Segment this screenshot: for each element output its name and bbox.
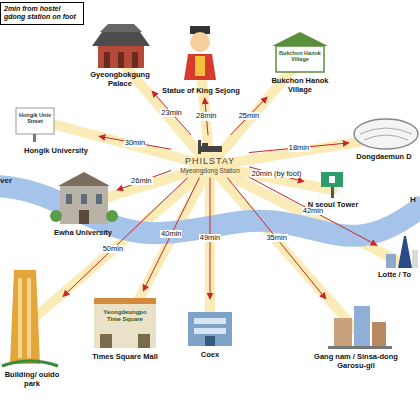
destination-node: N seoul Tower (305, 168, 361, 211)
route-arrow (99, 136, 171, 149)
place-name: Hongik University (14, 146, 98, 155)
river-name: ver (0, 177, 18, 186)
travel-time: 40min (160, 230, 182, 238)
sign-text: Yeongdeungpo Time Square (96, 309, 154, 322)
travel-time: 50min (102, 245, 124, 253)
place-name: Building/ ouido park (2, 370, 62, 388)
destination-node: Gang nam / Sinsa-dong Garosu-gil (310, 300, 402, 372)
route-arrow (249, 177, 377, 245)
university-building-icon (50, 172, 118, 224)
coex-icon (188, 312, 232, 346)
palace-icon (92, 24, 150, 68)
hostel-node: PHILSTAYMyeongdong Station (172, 136, 248, 177)
station-name: Myeongdong Station (172, 167, 248, 175)
statue-icon (184, 26, 216, 80)
travel-time: 35min (265, 234, 287, 242)
route-arrow (231, 97, 268, 135)
mall-icon (94, 298, 156, 348)
river-name: H (407, 196, 419, 205)
destination-node: Coex (180, 300, 240, 361)
place-name: Gang nam / Sinsa-dong Garosu-gil (310, 352, 402, 370)
place-name: 2min from hostel gdong station on foot (4, 5, 80, 22)
destination-node: Hongik University (14, 100, 98, 157)
place-name: Statue of King Sejong (158, 86, 244, 95)
destination-node: Statue of King Sejong (158, 20, 244, 97)
travel-time: 23min (160, 109, 182, 117)
travel-time: 26min (130, 177, 152, 185)
destination-node: Dongdaemun D (350, 116, 418, 163)
sign-text: Hongik Univ Street (18, 112, 52, 124)
sign-text: Bukchon Hanok Village (278, 50, 322, 62)
travel-time: 28min (195, 112, 217, 120)
brand-name: PHILSTAY (172, 156, 248, 167)
travel-time: 18min (288, 144, 310, 152)
place-name: Dongdaemun D (350, 152, 418, 161)
tower-sign-icon (321, 172, 343, 198)
gangnam-buildings-icon (328, 306, 392, 349)
place-name: Lotte / To (378, 270, 418, 279)
tower-building-icon (2, 270, 58, 366)
route-arrow (63, 178, 188, 297)
place-name: Ewha University (50, 228, 116, 237)
lotte-tower-icon (386, 236, 418, 268)
hanok-sign-icon (272, 32, 328, 72)
travel-time: 30min (124, 139, 146, 147)
route-arrow (249, 167, 304, 182)
travel-time: 42min (302, 207, 324, 215)
destination-node: Lotte / To (378, 232, 418, 281)
travel-time: 25min (238, 112, 260, 120)
route-arrow (117, 170, 171, 190)
place-name: Times Square Mall (80, 352, 170, 361)
route-arrow (227, 178, 326, 299)
destination-node: Building/ ouido park (2, 262, 62, 390)
destination-node: Times Square Mall (80, 292, 170, 363)
light-rays (32, 60, 400, 330)
destination-node: Bukchon Hanok Village (262, 30, 338, 96)
destination-node: Ewha University (50, 166, 116, 239)
destination-node: Gyeongbokgung Palace (78, 20, 162, 90)
note-box: 2min from hostel gdong station on foot (0, 2, 84, 25)
travel-time: 20min (by foot) (250, 170, 302, 178)
bed-icon (198, 140, 222, 154)
place-name: Coex (180, 350, 240, 359)
route-arrow (152, 91, 191, 135)
place-name: Bukchon Hanok Village (262, 76, 338, 94)
street-sign-icon (16, 108, 54, 142)
route-arrow (249, 143, 349, 153)
place-name: Gyeongbokgung Palace (78, 70, 162, 88)
travel-time: 49min (199, 234, 221, 242)
ddp-icon (354, 119, 418, 149)
route-arrow (143, 178, 199, 291)
